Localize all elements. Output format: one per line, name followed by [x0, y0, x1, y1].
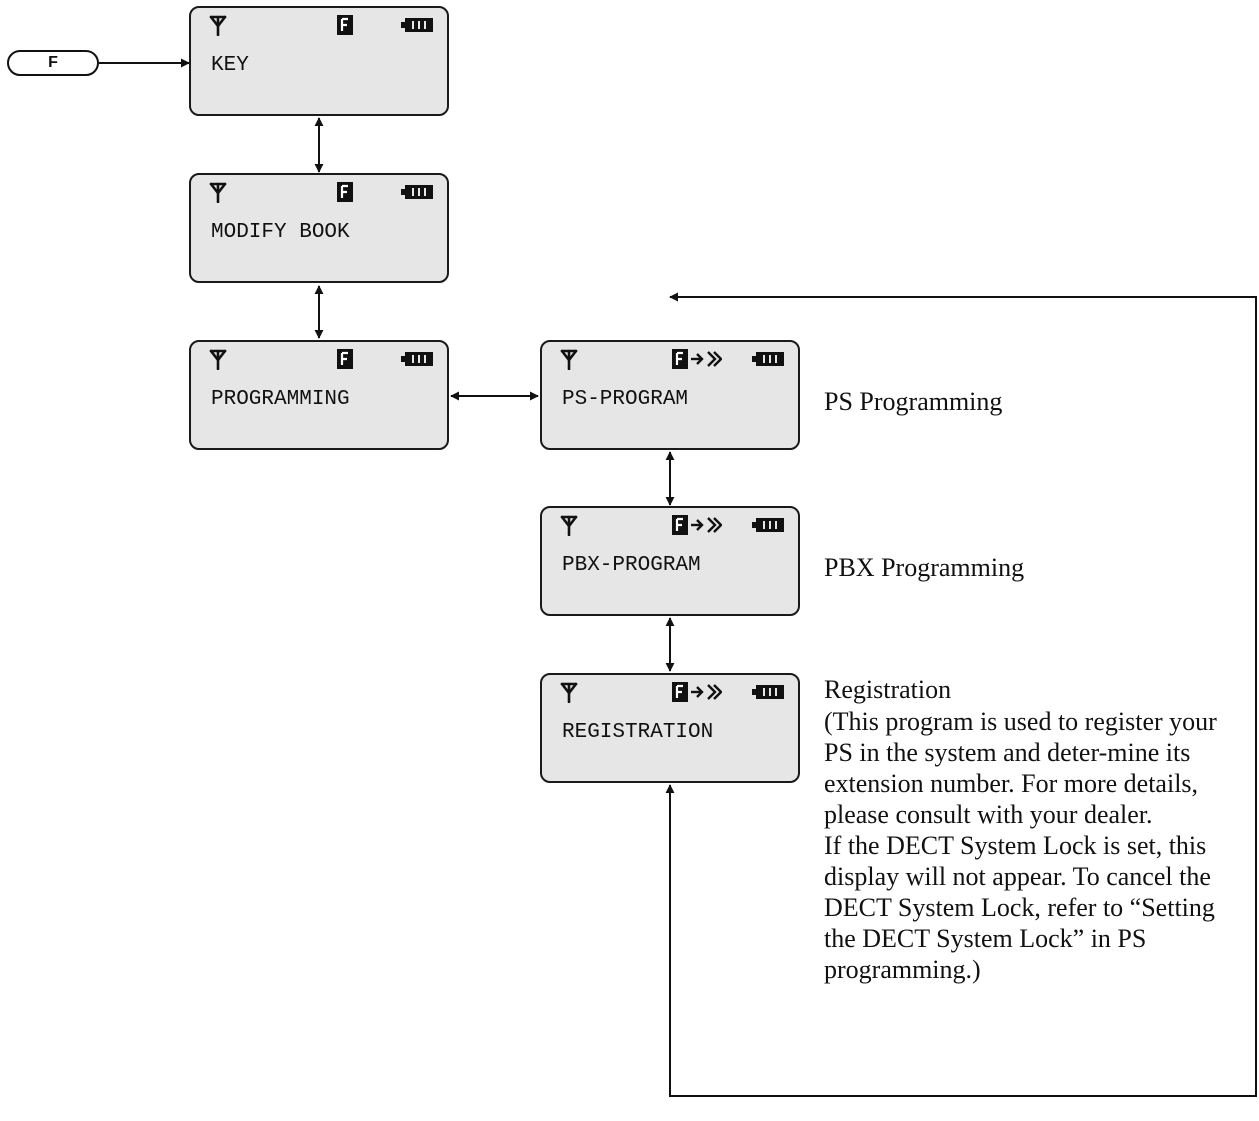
antenna-icon: [560, 349, 578, 370]
display-registration: REGISTRATION: [540, 673, 800, 783]
registration-description: (This program is used to register your P…: [824, 707, 1217, 829]
function-icon: [337, 15, 353, 35]
display-text: PROGRAMMING: [211, 388, 350, 411]
function-enter-icon: [672, 515, 722, 535]
registration-description-block: (This program is used to register your P…: [824, 706, 1249, 985]
function-icon: [337, 349, 353, 369]
battery-icon: [401, 185, 433, 199]
antenna-icon: [209, 182, 227, 203]
antenna-icon: [560, 682, 578, 703]
display-text: PS-PROGRAM: [562, 388, 689, 411]
display-programming: PROGRAMMING: [189, 340, 449, 450]
display-text: PBX-PROGRAM: [562, 554, 701, 577]
display-text: MODIFY BOOK: [211, 221, 350, 244]
function-enter-icon: [672, 349, 722, 369]
display-key: KEY: [189, 6, 449, 116]
display-modify-book: MODIFY BOOK: [189, 173, 449, 283]
note-ps-programming: PS Programming: [824, 387, 1003, 416]
antenna-icon: [209, 15, 227, 36]
function-enter-icon: [672, 682, 722, 702]
system-lock-note: If the DECT System Lock is set, this dis…: [824, 831, 1215, 984]
function-icon: [337, 182, 353, 202]
loop-back-line: [665, 292, 1257, 1097]
antenna-icon: [209, 349, 227, 370]
note-registration-title: Registration: [824, 675, 952, 704]
display-pbx-program: PBX-PROGRAM: [540, 506, 800, 616]
battery-icon: [752, 352, 784, 366]
display-text: REGISTRATION: [562, 721, 714, 744]
antenna-icon: [560, 515, 578, 536]
battery-icon: [401, 352, 433, 366]
battery-icon: [752, 685, 784, 699]
battery-icon: [401, 18, 433, 32]
function-button[interactable]: F: [7, 50, 99, 76]
battery-icon: [752, 518, 784, 532]
display-text: KEY: [211, 54, 249, 77]
note-pbx-programming: PBX Programming: [824, 553, 1025, 582]
display-ps-program: PS-PROGRAM: [540, 340, 800, 450]
